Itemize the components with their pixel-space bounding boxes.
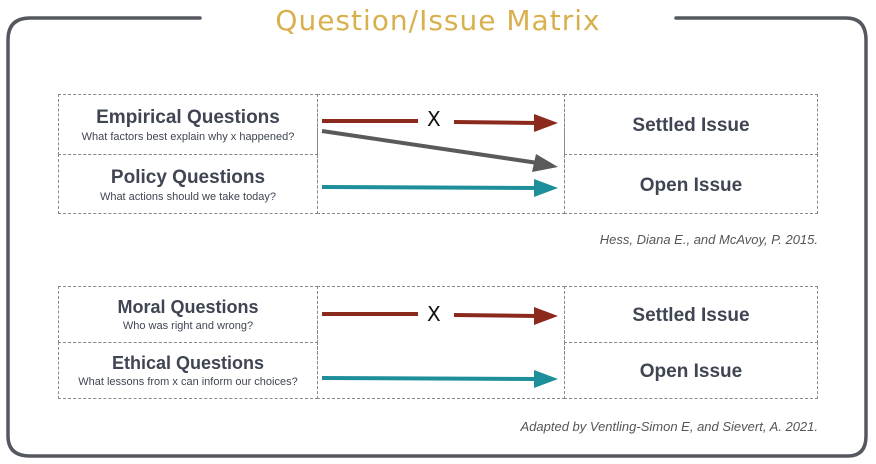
- arrow-open-1-head: [534, 179, 558, 197]
- x-mark-1: X: [427, 107, 441, 131]
- ethical-questions-cell: Ethical Questions What lessons from x ca…: [58, 342, 318, 399]
- arrow-open-1: [321, 185, 539, 190]
- arrow-empirical-to-open: [321, 129, 539, 165]
- arrow-settled-1-right: [453, 120, 539, 125]
- policy-questions-cell: Policy Questions What actions should we …: [58, 154, 318, 214]
- open-issue-cell-1: Open Issue: [564, 154, 818, 214]
- ethical-questions-subtitle: What lessons from x can inform our choic…: [78, 376, 298, 388]
- policy-questions-subtitle: What actions should we take today?: [99, 191, 277, 203]
- moral-questions-subtitle: Who was right and wrong?: [122, 320, 254, 332]
- policy-questions-title: Policy Questions: [110, 167, 266, 188]
- settled-issue-label-2: Settled Issue: [632, 305, 750, 326]
- x-mark-2: X: [427, 302, 441, 326]
- ethical-questions-title: Ethical Questions: [111, 353, 265, 373]
- empirical-questions-subtitle: What factors best explain why x happened…: [81, 131, 295, 143]
- moral-questions-title: Moral Questions: [117, 297, 259, 317]
- empirical-questions-cell: Empirical Questions What factors best ex…: [58, 94, 318, 155]
- matrix-title: Question/Issue Matrix: [275, 4, 601, 37]
- open-issue-label-1: Open Issue: [639, 175, 743, 196]
- arrow-settled-2-right: [453, 313, 539, 318]
- arrow-settled-2-head: [534, 307, 558, 325]
- arrow-settled-1-head: [534, 114, 558, 132]
- citation-1: Hess, Diana E., and McAvoy, P. 2015.: [599, 232, 818, 247]
- open-issue-label-2: Open Issue: [639, 361, 743, 382]
- arrow-open-2-head: [534, 370, 558, 388]
- arrow-open-2: [321, 376, 539, 381]
- settled-issue-label-1: Settled Issue: [632, 115, 750, 136]
- citation-2: Adapted by Ventling-Simon E, and Sievert…: [520, 419, 819, 434]
- empirical-questions-title: Empirical Questions: [96, 107, 280, 128]
- open-issue-cell-2: Open Issue: [564, 342, 818, 399]
- arrow-empirical-to-open-head: [532, 154, 558, 172]
